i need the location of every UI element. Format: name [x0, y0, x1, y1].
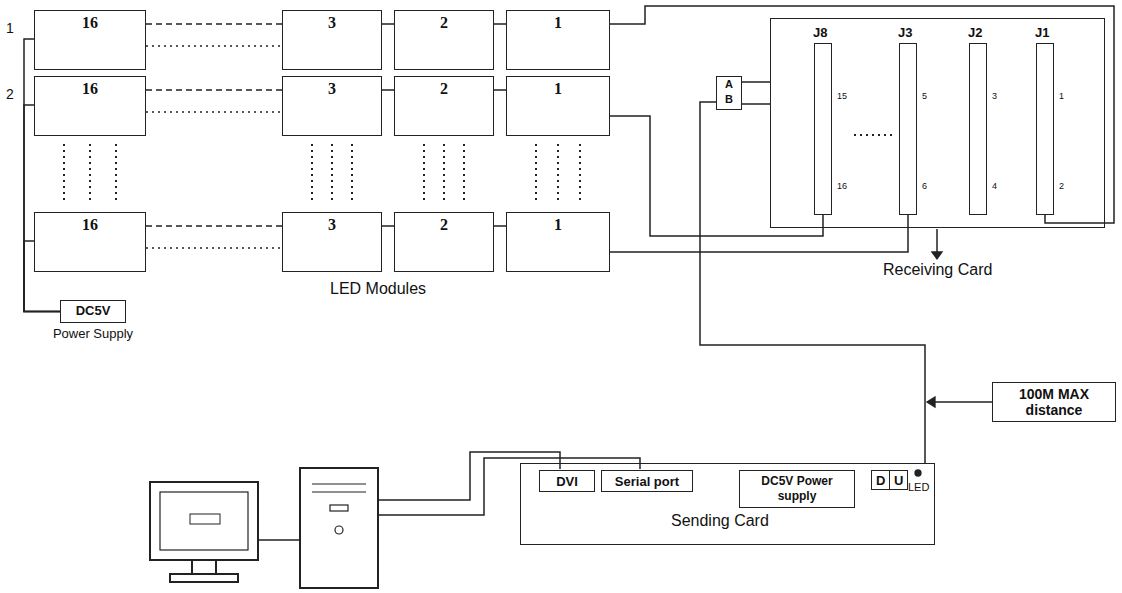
node-text: 16: [35, 11, 145, 32]
header-housing: [814, 43, 832, 215]
pin-number: 16: [837, 181, 847, 191]
node-text: Serial port: [615, 474, 679, 489]
network-port: AB: [716, 76, 742, 110]
node-text: 3: [283, 77, 381, 98]
led-module: 1: [506, 76, 610, 136]
sending-card: Sending Card DVI Serial port DC5V Power sup…: [520, 463, 935, 545]
led-module: 16: [34, 76, 146, 136]
pin-number: 6: [922, 181, 927, 191]
node-text: DC5V Power supply: [744, 474, 850, 504]
led-module: 16: [34, 10, 146, 70]
node-text: D: [876, 473, 885, 488]
card-port: DC5V Power supply: [739, 470, 855, 508]
pin-number: 5: [922, 91, 927, 101]
node-text: J2: [968, 25, 982, 40]
wire: [382, 225, 394, 227]
node-text: Sending Card: [671, 512, 769, 530]
power-supply-box: DC5VPower Supply: [60, 300, 126, 323]
indicator-label: LED: [908, 481, 929, 493]
card-port: DVI: [539, 470, 595, 492]
led-module: 3: [282, 10, 382, 70]
wire: [382, 23, 394, 25]
card-port: Serial port: [601, 470, 693, 492]
group-title: LED Modules: [330, 280, 426, 298]
node-text: 2: [395, 77, 493, 98]
node-text: J3: [898, 25, 912, 40]
node-text: J8: [813, 25, 827, 40]
wire: [610, 116, 823, 236]
header-housing: [1036, 43, 1054, 215]
node-text: 1: [507, 77, 609, 98]
node-text: 16: [35, 77, 145, 98]
wire: [610, 215, 908, 252]
connector-header: J3 5 6: [899, 25, 943, 215]
led-module: 1: [506, 10, 610, 70]
node-text: DVI: [556, 474, 578, 489]
node-text: 3: [283, 11, 381, 32]
pin-number: 15: [837, 91, 847, 101]
wire: [700, 102, 925, 463]
card-port: U: [889, 470, 908, 490]
connector-header: J8 15 16: [814, 25, 858, 215]
cables: [258, 452, 640, 540]
wire: [382, 89, 394, 91]
led-module: 1: [506, 212, 610, 272]
row-number: 1: [6, 20, 14, 36]
wire: [146, 23, 282, 25]
wire: [146, 225, 282, 227]
node-text: A: [717, 77, 741, 92]
connector-header: J2 3 4: [969, 25, 1013, 215]
node-text: 100M MAX distance: [996, 386, 1112, 418]
receiving-card: Receiving CardJ81516J356J234J112: [770, 18, 1105, 228]
pin-number: 2: [1059, 181, 1064, 191]
node-text: 3: [283, 213, 381, 234]
connector-header: J1 1 2: [1036, 25, 1080, 215]
led-module: 2: [394, 10, 494, 70]
led-module: 3: [282, 76, 382, 136]
node-text: 1: [507, 213, 609, 234]
card-port: D: [871, 470, 890, 490]
led-module: 3: [282, 212, 382, 272]
wire: [494, 89, 506, 91]
monitor-drawing: [150, 482, 258, 582]
header-housing: [899, 43, 917, 215]
node-text: Receiving Card: [883, 261, 992, 279]
node-text: 1: [507, 11, 609, 32]
wire: [610, 6, 1114, 223]
node-text: DC5V: [61, 301, 125, 320]
node-text: J1: [1035, 25, 1049, 40]
led-module: 16: [34, 212, 146, 272]
node-text: 2: [395, 11, 493, 32]
wire: [494, 23, 506, 25]
led-module: 2: [394, 76, 494, 136]
callout-box: 100M MAX distance: [992, 382, 1116, 422]
pin-number: 3: [992, 91, 997, 101]
wire: [146, 89, 282, 91]
computer-tower: [300, 468, 378, 588]
module-details: [46, 20, 993, 477]
node-text: 16: [35, 213, 145, 234]
led-module: 2: [394, 212, 494, 272]
node-text: U: [894, 473, 903, 488]
pin-number: 4: [992, 181, 997, 191]
node-text: 2: [395, 213, 493, 234]
row-number: 2: [6, 86, 14, 102]
pin-number: 1: [1059, 91, 1064, 101]
node-text: B: [717, 92, 741, 107]
wire: [494, 225, 506, 227]
node-text: Power Supply: [53, 326, 133, 342]
header-housing: [969, 43, 987, 215]
